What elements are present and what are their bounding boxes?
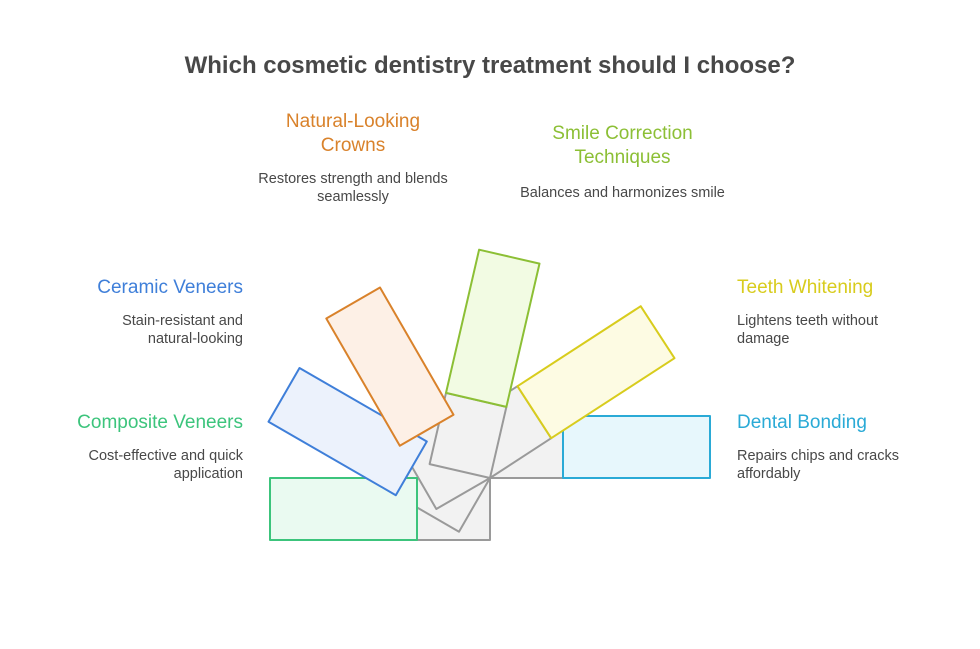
card-ceramic bbox=[267, 367, 428, 497]
label-bonding: Dental Bonding Repairs chips and cracks … bbox=[737, 411, 937, 483]
label-composite: Composite Veneers Cost-effective and qui… bbox=[40, 411, 243, 483]
label-whitening-name: Teeth Whitening bbox=[737, 277, 874, 298]
label-bonding-desc: Repairs chips and cracks affordably bbox=[737, 448, 899, 482]
label-whitening-desc: Lightens teeth without damage bbox=[737, 313, 879, 347]
label-crowns: Natural-Looking Crowns Restores strength… bbox=[248, 110, 458, 206]
card-whitening bbox=[516, 305, 676, 440]
label-ceramic: Ceramic Veneers Stain-resistant and natu… bbox=[60, 276, 243, 348]
label-crowns-name: Natural-Looking Crowns bbox=[285, 111, 421, 156]
label-bonding-name: Dental Bonding bbox=[737, 412, 867, 433]
label-composite-name: Composite Veneers bbox=[77, 412, 243, 433]
label-smile-desc: Balances and harmonizes smile bbox=[520, 185, 725, 201]
label-ceramic-name: Ceramic Veneers bbox=[97, 277, 243, 298]
card-bonding bbox=[562, 415, 711, 479]
label-whitening: Teeth Whitening Lightens teeth without d… bbox=[737, 276, 937, 348]
label-composite-desc: Cost-effective and quick application bbox=[88, 448, 243, 482]
label-smile-name: Smile Correction Techniques bbox=[552, 123, 693, 168]
page-title: Which cosmetic dentistry treatment shoul… bbox=[184, 52, 796, 79]
card-crowns bbox=[325, 286, 455, 447]
label-smile: Smile Correction Techniques Balances and… bbox=[505, 122, 740, 202]
card-smile bbox=[445, 248, 541, 408]
card-composite bbox=[269, 477, 418, 541]
label-ceramic-desc: Stain-resistant and natural-looking bbox=[122, 313, 243, 347]
label-crowns-desc: Restores strength and blends seamlessly bbox=[258, 171, 448, 205]
